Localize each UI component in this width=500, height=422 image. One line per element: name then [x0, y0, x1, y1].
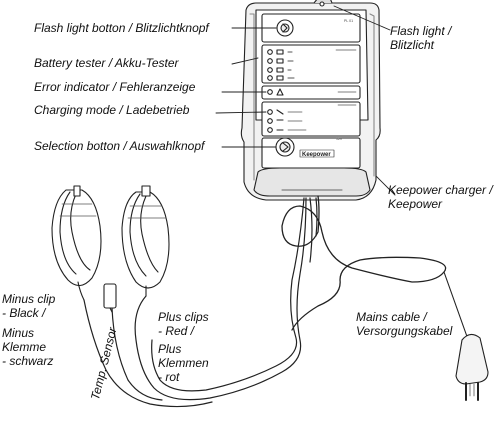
- error-indicator-led: [267, 88, 357, 96]
- svg-text:Keepower: Keepower: [302, 152, 331, 158]
- label-flash-light-1: Flash light /: [390, 24, 452, 38]
- label-minus-3: Minus: [2, 326, 35, 340]
- label-plus-5: - rot: [158, 370, 180, 384]
- brand-logo: Keepower 12V: [299, 137, 343, 158]
- flash-button-icon: PL 01: [276, 19, 353, 37]
- label-selection-button: Selection botton / Auswahlknopf: [34, 139, 205, 153]
- label-plus-1: Plus clips: [158, 310, 209, 324]
- label-mains-1: Mains cable /: [356, 310, 427, 324]
- flash-light-icon: [313, 0, 333, 7]
- selection-button-icon: [275, 137, 295, 157]
- label-flash-button: Flash light botton / Blitzlichtknopf: [34, 21, 209, 35]
- label-plus-3: Plus: [158, 342, 182, 356]
- plus-clip: [121, 185, 170, 297]
- mains-plug: [443, 271, 489, 401]
- charging-mode-leds: [267, 104, 357, 133]
- minus-clip: [51, 185, 102, 301]
- mains-cable: [281, 195, 447, 331]
- label-flash-light-2: Blitzlicht: [390, 38, 435, 52]
- label-charger-1: Keepower charger /: [388, 183, 493, 197]
- charger-body: [240, 2, 381, 201]
- label-minus-1: Minus clip: [2, 292, 56, 306]
- label-plus-4: Klemmen: [158, 356, 209, 370]
- label-plus-2: - Red /: [158, 324, 195, 338]
- label-minus-5: - schwarz: [2, 354, 54, 368]
- leader-lines: [215, 5, 396, 196]
- clamp-cables: [83, 197, 318, 408]
- label-charging-mode: Charging mode / Ladebetrieb: [34, 103, 190, 117]
- temp-sensor: [103, 283, 117, 313]
- svg-text:12V: 12V: [336, 137, 343, 141]
- battery-tester-leds: [267, 49, 357, 81]
- label-minus-4: Klemme: [2, 340, 47, 354]
- svg-text:PL 01: PL 01: [344, 19, 353, 23]
- label-battery-tester: Battery tester / Akku-Tester: [34, 56, 179, 70]
- label-charger-2: Keepower: [388, 197, 443, 211]
- label-mains-2: Versorgungskabel: [356, 324, 453, 338]
- label-minus-2: - Black /: [2, 306, 46, 320]
- label-error-indicator: Error indicator / Fehleranzeige: [34, 80, 196, 94]
